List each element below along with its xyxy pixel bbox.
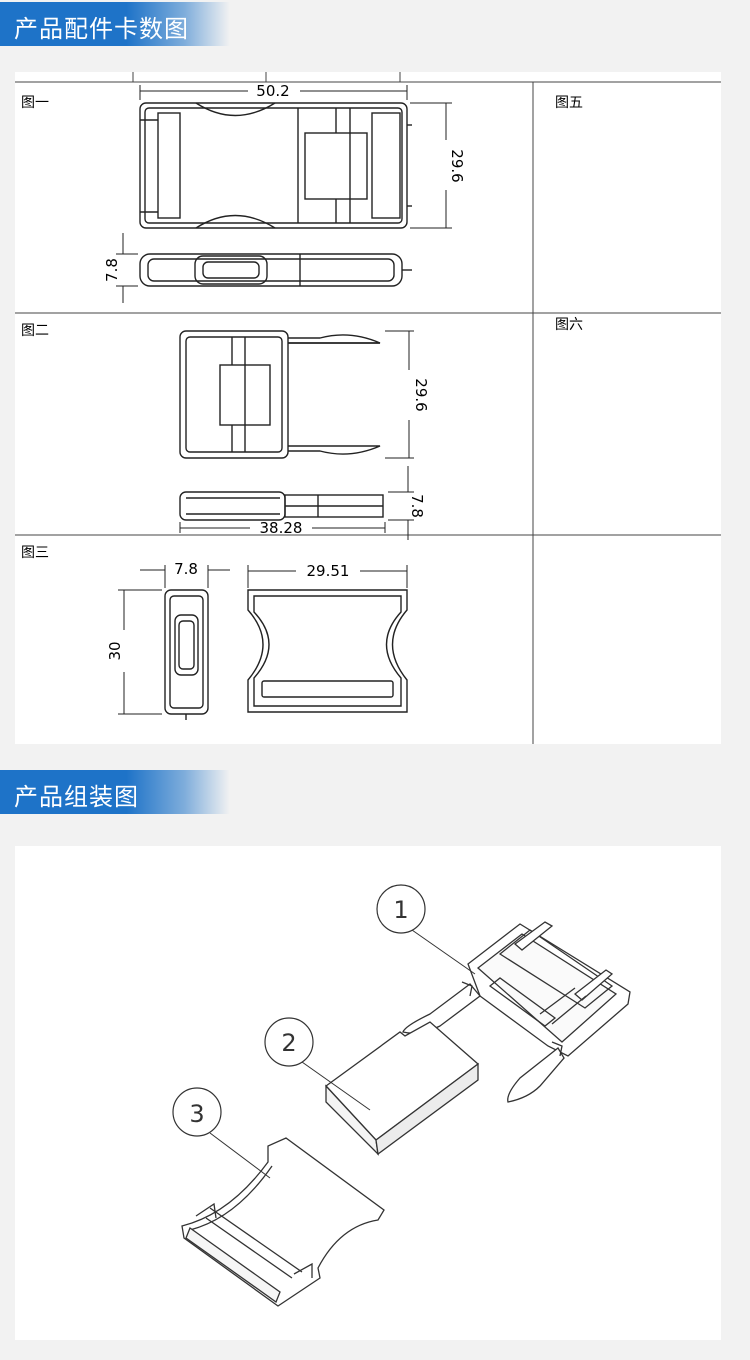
part1-callout-circle	[376, 884, 426, 934]
fig2-length-dimension	[179, 522, 386, 533]
fig1-side-view	[139, 253, 412, 287]
fig2-top-view	[179, 330, 381, 459]
fig2-height-dimension	[385, 330, 414, 459]
fig1-height-dimension	[410, 102, 452, 229]
fig3-width-dimension	[247, 565, 408, 588]
fig2-thickness-dimension	[388, 466, 414, 540]
fig3-side-view	[164, 589, 209, 720]
section-banner-assembly: 产品组装图	[0, 770, 230, 814]
fig3-width-label: 29.51	[307, 562, 350, 580]
part2-leader-line	[301, 1061, 371, 1111]
fig1-width-dimension	[139, 85, 408, 100]
fig2-thickness-label: 7.8	[408, 494, 426, 518]
fig6-label: 图六	[555, 317, 583, 333]
fig3-label: 图三	[21, 545, 49, 561]
part1-drawing	[402, 921, 631, 1103]
section-title: 产品配件卡数图	[14, 15, 189, 43]
part3-callout-circle	[172, 1087, 222, 1137]
fig1-thickness-dimension	[116, 233, 138, 303]
fig1-top-view	[139, 102, 412, 229]
part2-callout-circle	[264, 1017, 314, 1067]
fig1-label: 图一	[21, 95, 49, 111]
fig3-thickness-dimension	[140, 565, 230, 588]
section-title: 产品组装图	[14, 783, 139, 811]
part1-number: 1	[393, 896, 408, 924]
fig5-label: 图五	[555, 95, 583, 111]
fig2-label: 图二	[21, 323, 49, 339]
fig2-side-view	[179, 491, 384, 521]
fig1-thickness-label: 7.8	[103, 258, 121, 282]
part2-drawing	[325, 1021, 480, 1156]
fig1-height-label: 29.6	[448, 149, 466, 182]
part2-number: 2	[281, 1029, 296, 1057]
fig2-length-label: 38.28	[260, 519, 303, 537]
section-banner-specs: 产品配件卡数图	[0, 2, 230, 46]
part3-number: 3	[189, 1100, 204, 1128]
assembly-drawing: 1 2 3	[172, 884, 631, 1307]
part1-leader-line	[411, 929, 476, 975]
part3-drawing	[181, 1137, 385, 1307]
specs-drawing: 50.2 29.6 7.8	[15, 72, 721, 744]
specs-panel	[15, 72, 721, 744]
fig3-height-label: 30	[106, 641, 124, 660]
fig3-thickness-label: 7.8	[174, 560, 198, 578]
part3-leader-line	[209, 1132, 271, 1179]
fig1-width-label: 50.2	[256, 82, 289, 100]
fig2-height-label: 29.6	[412, 378, 430, 411]
fig3-height-dimension	[118, 589, 162, 715]
fig3-front-view	[247, 589, 408, 713]
grid-lines	[15, 72, 721, 744]
